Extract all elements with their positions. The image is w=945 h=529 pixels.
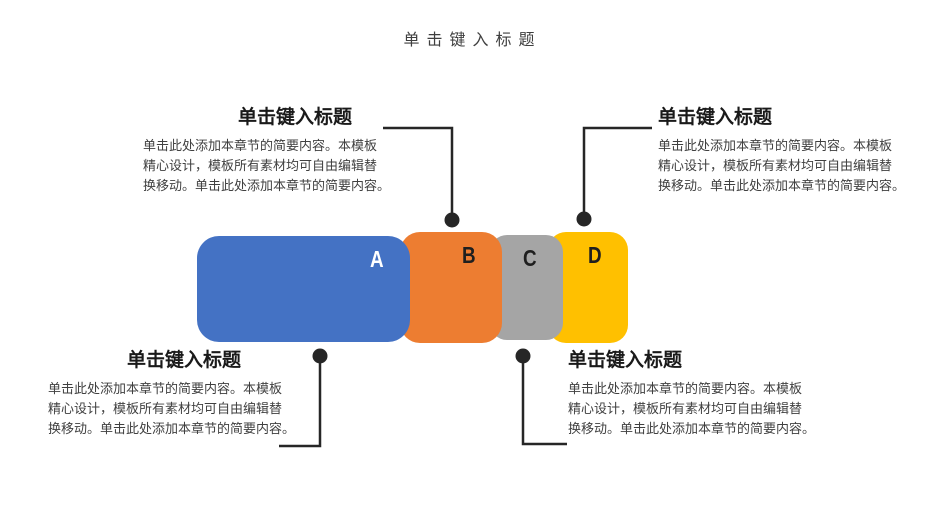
callout-bottom-left-title[interactable]: 单击键入标题	[126, 350, 241, 371]
body-line: 换移动。单击此处添加本章节的简要内容。	[48, 421, 296, 436]
body-line: 精心设计，模板所有素材均可自由编辑替	[658, 158, 893, 173]
body-line: 单击此处添加本章节的简要内容。本模板	[143, 138, 378, 153]
body-line: 精心设计，模板所有素材均可自由编辑替	[568, 401, 803, 416]
shape-c-gray[interactable]: C	[490, 235, 563, 340]
body-line: 单击此处添加本章节的简要内容。本模板	[658, 138, 893, 153]
body-line: 单击此处添加本章节的简要内容。本模板	[48, 381, 283, 396]
callout-bottom-right-title[interactable]: 单击键入标题	[568, 350, 683, 371]
callout-top-right[interactable]: 单击键入标题 单击此处添加本章节的简要内容。本模板 精心设计，模板所有素材均可自…	[658, 106, 906, 196]
callout-bottom-right[interactable]: 单击键入标题 单击此处添加本章节的简要内容。本模板 精心设计，模板所有素材均可自…	[568, 349, 816, 439]
body-line: 精心设计，模板所有素材均可自由编辑替	[48, 401, 283, 416]
body-line: 换移动。单击此处添加本章节的简要内容。	[568, 421, 816, 436]
body-line: 换移动。单击此处添加本章节的简要内容。	[143, 178, 391, 193]
callout-top-left-body[interactable]: 单击此处添加本章节的简要内容。本模板 精心设计，模板所有素材均可自由编辑替 换移…	[143, 136, 447, 196]
callout-bottom-left[interactable]: 单击键入标题 单击此处添加本章节的简要内容。本模板 精心设计，模板所有素材均可自…	[48, 349, 320, 439]
shape-c-label: C	[523, 245, 537, 271]
body-line: 换移动。单击此处添加本章节的简要内容。	[658, 178, 906, 193]
callout-top-right-body[interactable]: 单击此处添加本章节的简要内容。本模板 精心设计，模板所有素材均可自由编辑替 换移…	[658, 136, 906, 196]
body-line: 单击此处添加本章节的简要内容。本模板	[568, 381, 803, 396]
callout-bottom-left-body[interactable]: 单击此处添加本章节的简要内容。本模板 精心设计，模板所有素材均可自由编辑替 换移…	[48, 379, 320, 439]
shape-b-label: B	[462, 242, 476, 268]
shape-b-orange[interactable]: B	[400, 232, 502, 343]
callout-top-left-title[interactable]: 单击键入标题	[237, 107, 352, 128]
shape-a-label: A	[370, 246, 384, 272]
body-line: 精心设计，模板所有素材均可自由编辑替	[143, 158, 378, 173]
connector-top-left-dot	[444, 212, 460, 228]
callout-top-right-title[interactable]: 单击键入标题	[658, 107, 773, 128]
shape-a-blue[interactable]: A	[197, 236, 410, 342]
connector-top-right-dot	[576, 211, 592, 227]
slide-title[interactable]: 单击键入标题	[403, 32, 542, 49]
connector-bottom-right	[521, 362, 567, 446]
connector-top-right	[582, 126, 652, 213]
shape-d-label: D	[588, 242, 602, 268]
connector-bottom-right-dot	[515, 348, 531, 364]
callout-top-left[interactable]: 单击键入标题 单击此处添加本章节的简要内容。本模板 精心设计，模板所有素材均可自…	[143, 106, 447, 196]
callout-bottom-right-body[interactable]: 单击此处添加本章节的简要内容。本模板 精心设计，模板所有素材均可自由编辑替 换移…	[568, 379, 816, 439]
